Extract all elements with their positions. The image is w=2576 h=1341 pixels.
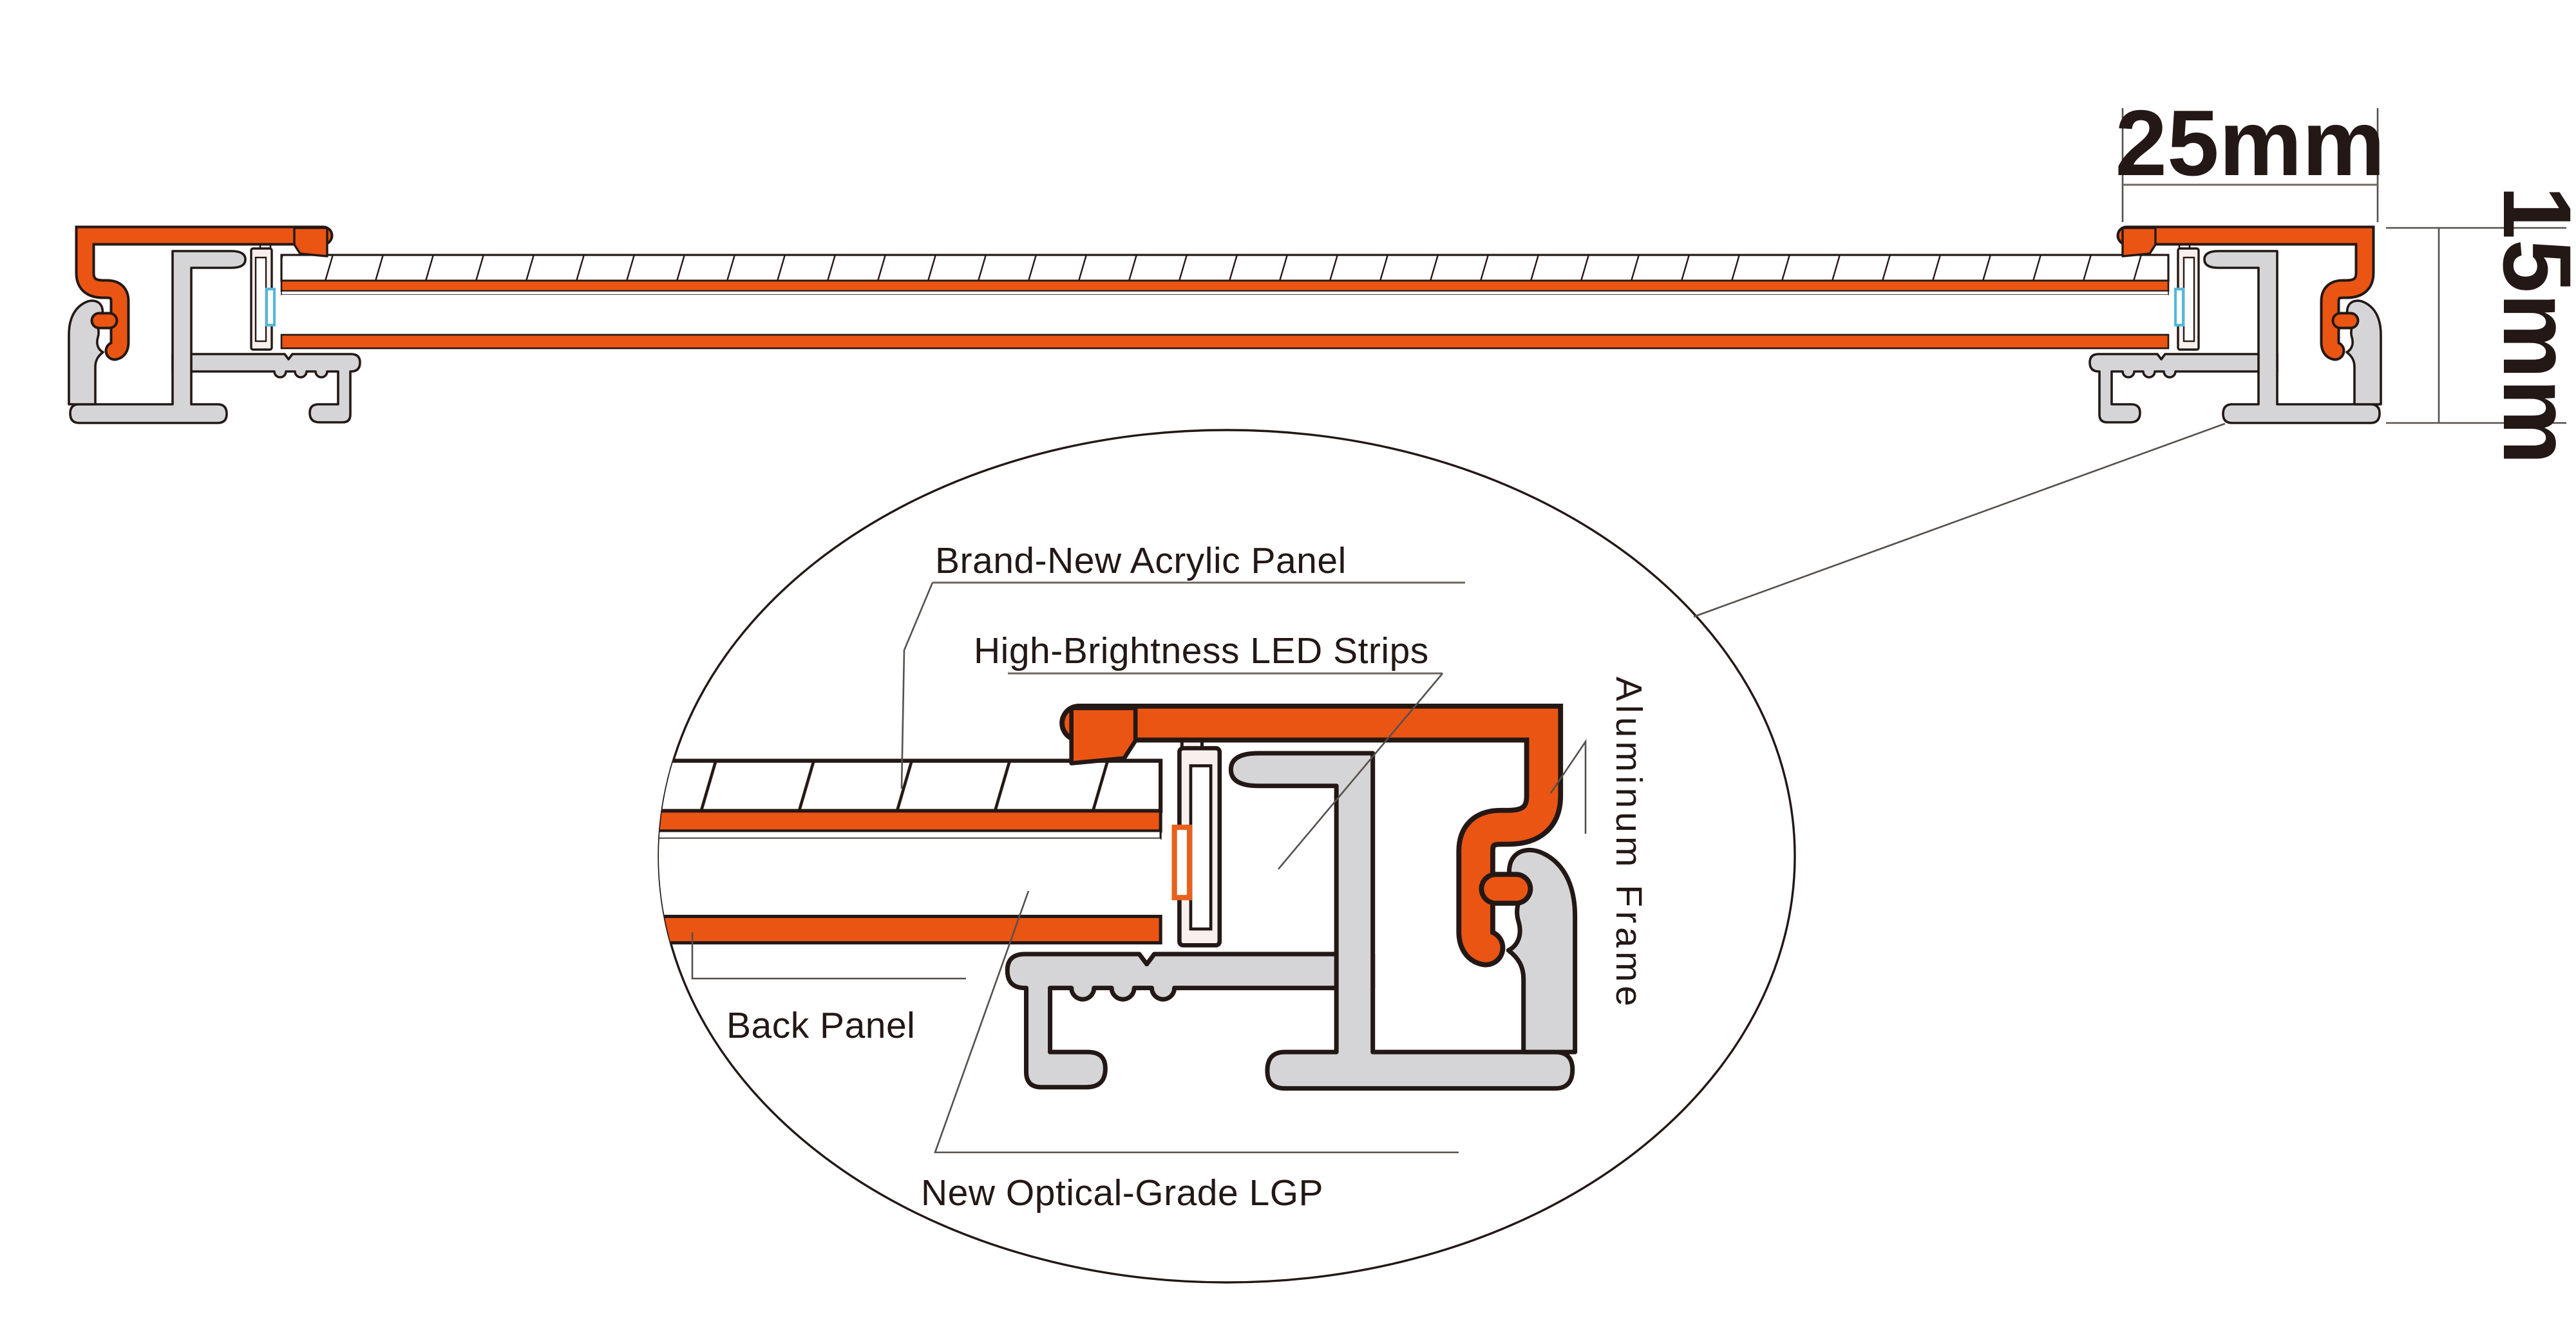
panel-and-right-profile — [281, 228, 2381, 423]
lgp-leader — [934, 890, 1459, 1154]
magnifier-connector-line — [1693, 422, 2226, 618]
led-leader — [1278, 673, 1443, 870]
aluminum-frame-label: Aluminum Frame — [1608, 677, 1649, 1010]
callouts: Brand-New Acrylic Panel High-Brightness … — [691, 540, 1649, 1214]
back-panel-leader — [691, 932, 966, 980]
height-dimension: 15mm — [2386, 185, 2576, 465]
acrylic-leader — [900, 582, 934, 789]
led-label: High-Brightness LED Strips — [974, 630, 1429, 671]
width-dimension-label: 25mm — [2115, 91, 2385, 195]
height-dimension-label: 15mm — [2483, 185, 2576, 465]
aluminum-frame-leader — [1549, 738, 1587, 834]
lgp-label: New Optical-Grade LGP — [921, 1172, 1323, 1214]
width-dimension: 25mm — [2115, 91, 2385, 222]
main-cross-section — [69, 228, 2381, 423]
acrylic-label: Brand-New Acrylic Panel — [935, 540, 1347, 581]
back-panel-label: Back Panel — [726, 1005, 915, 1046]
